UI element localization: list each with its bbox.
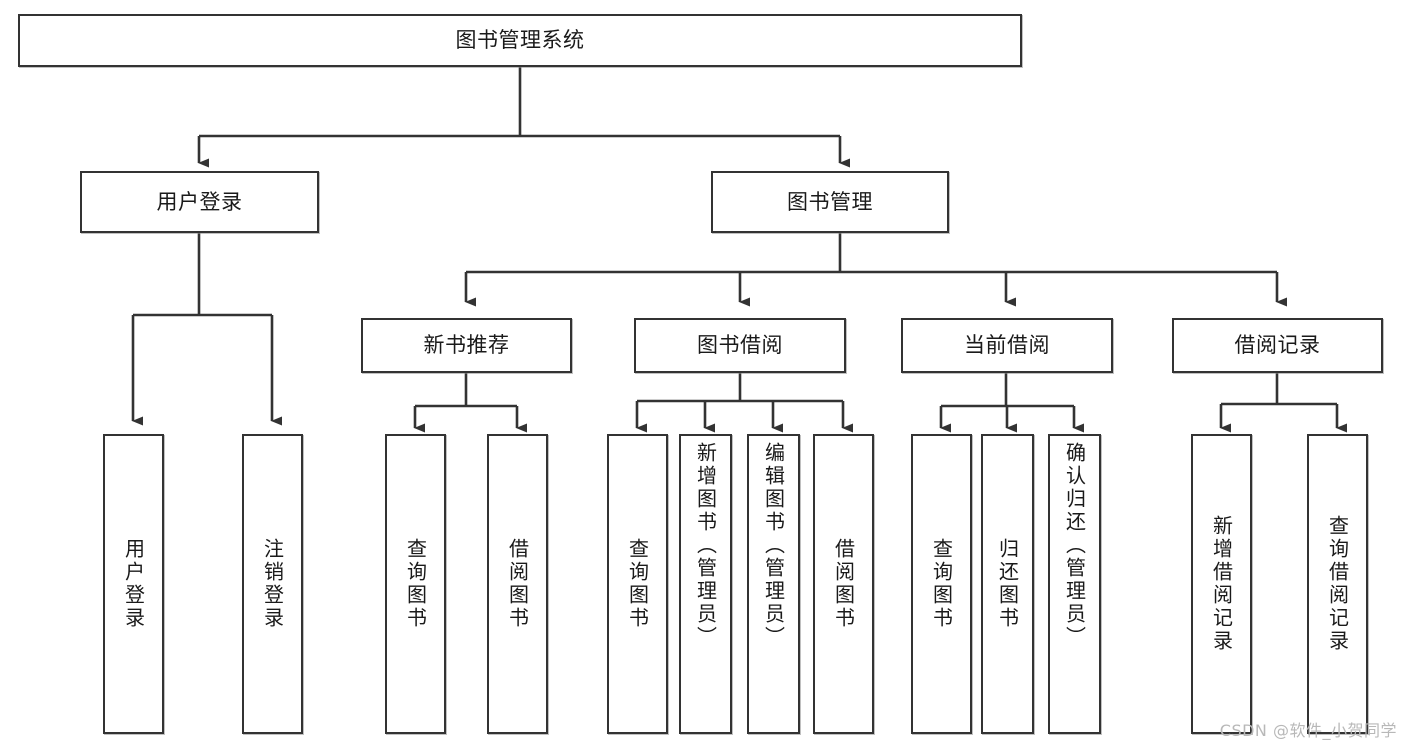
- leaf-borrow-book[interactable]: 借阅图书: [813, 434, 874, 734]
- leaf-add-borrow-record-label: 新增借阅记录: [1209, 515, 1234, 653]
- leaf-query-book-recommend-label: 查询图书: [403, 538, 428, 630]
- leaf-confirm-return-admin[interactable]: 确认归还（管理员）: [1048, 434, 1101, 734]
- leaf-borrow-book-label: 借阅图书: [831, 538, 856, 630]
- leaf-borrow-book-recommend-label: 借阅图书: [505, 538, 530, 630]
- leaf-query-book-current[interactable]: 查询图书: [911, 434, 972, 734]
- leaf-return-book[interactable]: 归还图书: [981, 434, 1034, 734]
- leaf-query-book-borrow-label: 查询图书: [625, 538, 650, 630]
- leaf-query-book-borrow[interactable]: 查询图书: [607, 434, 668, 734]
- leaf-confirm-return-admin-label: 确认归还（管理员）: [1062, 442, 1087, 649]
- node-borrow-record-label: 借阅记录: [1234, 333, 1321, 358]
- node-user-login[interactable]: 用户登录: [80, 171, 319, 233]
- node-book-borrow-label: 图书借阅: [697, 333, 783, 358]
- node-book-management-label: 图书管理: [787, 189, 873, 214]
- leaf-query-book-recommend[interactable]: 查询图书: [385, 434, 446, 734]
- node-book-borrow[interactable]: 图书借阅: [634, 318, 846, 373]
- leaf-borrow-book-recommend[interactable]: 借阅图书: [487, 434, 548, 734]
- leaf-logout-label: 注销登录: [260, 538, 285, 630]
- node-root-label: 图书管理系统: [455, 28, 585, 53]
- node-new-book-recommend[interactable]: 新书推荐: [361, 318, 572, 373]
- leaf-user-login[interactable]: 用户登录: [103, 434, 164, 734]
- leaf-edit-book-admin-label: 编辑图书（管理员）: [761, 442, 786, 649]
- leaf-add-book-admin[interactable]: 新增图书（管理员）: [679, 434, 732, 734]
- leaf-query-borrow-record[interactable]: 查询借阅记录: [1307, 434, 1368, 734]
- node-new-book-recommend-label: 新书推荐: [423, 333, 510, 358]
- csdn-watermark: CSDN @软件_小贺同学: [1219, 721, 1397, 740]
- leaf-query-book-current-label: 查询图书: [929, 538, 954, 630]
- leaf-edit-book-admin[interactable]: 编辑图书（管理员）: [747, 434, 800, 734]
- leaf-add-borrow-record[interactable]: 新增借阅记录: [1191, 434, 1252, 734]
- node-current-borrow-label: 当前借阅: [964, 333, 1050, 358]
- leaf-logout[interactable]: 注销登录: [242, 434, 303, 734]
- leaf-query-borrow-record-label: 查询借阅记录: [1325, 515, 1350, 653]
- leaf-return-book-label: 归还图书: [995, 538, 1020, 630]
- node-borrow-record[interactable]: 借阅记录: [1172, 318, 1383, 373]
- node-current-borrow[interactable]: 当前借阅: [901, 318, 1113, 373]
- node-user-login-label: 用户登录: [156, 189, 243, 214]
- leaf-user-login-label: 用户登录: [121, 538, 146, 630]
- leaf-add-book-admin-label: 新增图书（管理员）: [693, 442, 718, 649]
- node-root[interactable]: 图书管理系统: [18, 14, 1022, 67]
- node-book-management[interactable]: 图书管理: [711, 171, 949, 233]
